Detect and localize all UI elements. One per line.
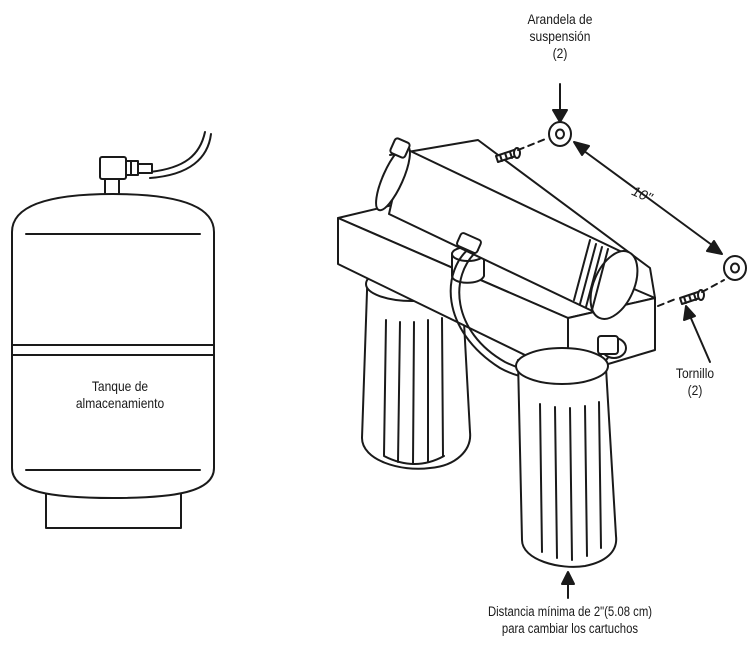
screw-arrow-head — [683, 305, 696, 321]
membrane-outlet-fitting — [456, 232, 482, 254]
tank-valve-connector — [137, 163, 153, 174]
dim-arrow-head-top — [573, 141, 590, 156]
clearance-label: Distancia mínima de 2"(5.08 cm) para cam… — [436, 603, 705, 637]
washer-label-line1: Arandela de — [527, 11, 593, 27]
right-filter-cap — [515, 347, 609, 385]
storage-tank — [11, 131, 215, 529]
screw-label: Tornillo (2) — [661, 365, 730, 399]
tank-valve-elbow — [99, 156, 127, 180]
screw-top — [495, 147, 521, 163]
tank-label-line1: Tanque de — [91, 378, 149, 394]
right-filter-canister — [517, 359, 618, 568]
screw-right — [679, 289, 705, 305]
screw-label-line1: Tornillo — [675, 365, 715, 381]
washer-label-line2: suspensión — [529, 28, 591, 44]
washer-right — [723, 255, 747, 281]
washer-top — [548, 121, 572, 147]
align-line-right — [701, 279, 725, 293]
washer-label: Arandela de suspensión (2) — [500, 11, 620, 62]
clearance-label-line2: para cambiar los cartuchos — [501, 621, 639, 636]
dim-arrow-head-bottom — [706, 240, 723, 255]
washer-arrow-head — [552, 109, 568, 123]
clearance-label-line1: Distancia mínima de 2"(5.08 cm) — [487, 604, 653, 619]
washer-label-line3: (2) — [552, 45, 568, 61]
screw-label-line2: (2) — [687, 382, 703, 398]
tank-tubing — [149, 131, 206, 173]
tank-tubing-inner — [149, 133, 212, 179]
tank-label: Tanque de almacenamiento — [51, 378, 189, 412]
tank-label-line2: almacenamiento — [75, 395, 165, 411]
callout-arrows — [552, 83, 723, 599]
align-line-top — [517, 137, 549, 151]
align-line-screw — [657, 297, 679, 307]
clearance-arrow-head — [561, 571, 575, 585]
membrane-inlet-nozzle — [389, 137, 411, 159]
filter-assembly — [337, 137, 656, 568]
